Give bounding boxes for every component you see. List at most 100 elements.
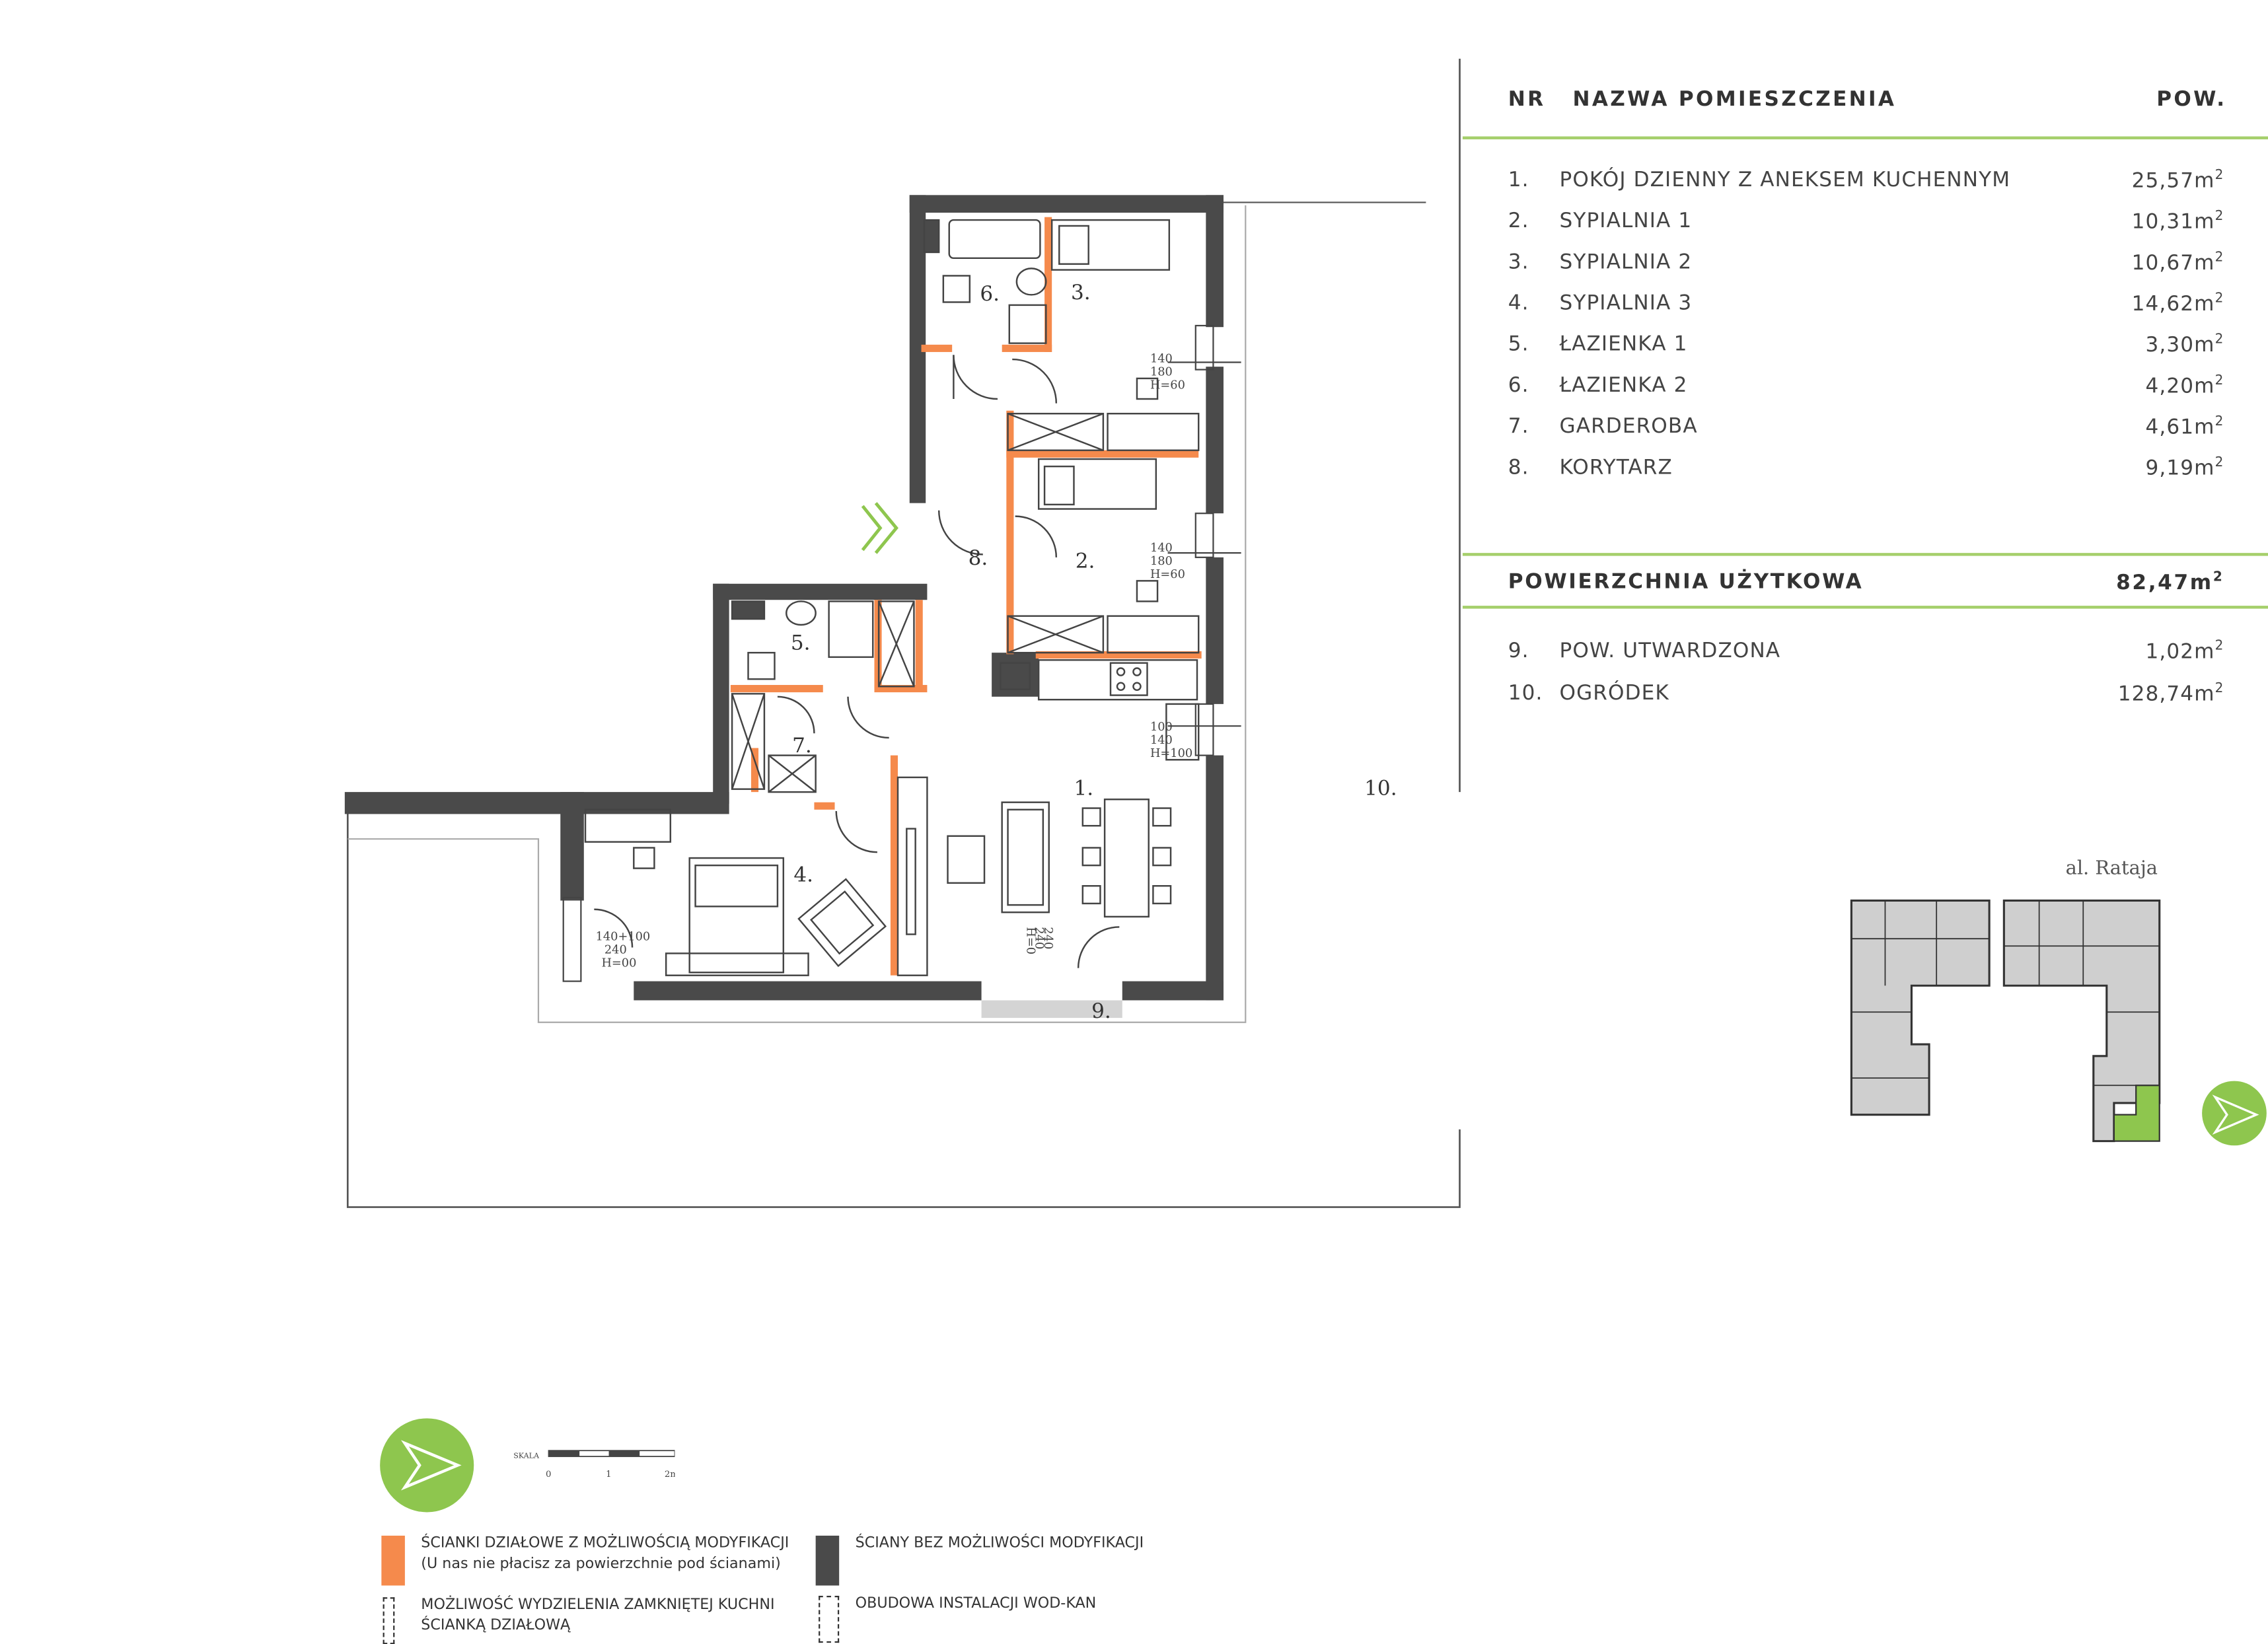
room-name: ŁAZIENKA 2 bbox=[1559, 374, 1688, 398]
furniture bbox=[584, 219, 1200, 976]
window-room1-line2: 240 bbox=[1033, 927, 1046, 949]
room-row: 6. ŁAZIENKA 2 4,20m2 bbox=[1508, 374, 2224, 403]
street-label: al. Rataja bbox=[2065, 858, 2158, 880]
summary-rule-bottom bbox=[1462, 606, 2268, 609]
area-unit-sup: 2 bbox=[2214, 291, 2224, 307]
area-unit-sup: 2 bbox=[2214, 682, 2224, 697]
window-room2-line2: 180 bbox=[1150, 555, 1173, 568]
room-row: 4. SYPIALNIA 3 14,62m2 bbox=[1508, 292, 2224, 321]
building-key-plan bbox=[1850, 899, 2267, 1146]
room-area: 3,30m bbox=[2145, 334, 2215, 358]
terrace-line bbox=[348, 205, 1247, 1023]
room-label-3: 3. bbox=[1071, 281, 1091, 304]
window-room1-line1: 240 bbox=[1041, 927, 1054, 949]
room-label-5: 5. bbox=[791, 631, 811, 655]
room-label-6: 6. bbox=[980, 282, 1000, 306]
area-unit-sup: 2 bbox=[2214, 250, 2224, 266]
room-area: 4,20m bbox=[2145, 375, 2215, 399]
extra-row: 10. OGRÓDEK 128,74m2 bbox=[1508, 682, 2224, 711]
window-room2-line3: H=60 bbox=[1150, 568, 1185, 581]
room-nr: 5. bbox=[1508, 333, 1529, 357]
legend-install-text: OBUDOWA INSTALACJI WOD-KAN bbox=[855, 1596, 1097, 1612]
header-name: NAZWA POMIESZCZENIA bbox=[1572, 88, 1897, 112]
extra-area: 1,02m bbox=[2145, 640, 2215, 664]
room-nr: 8. bbox=[1508, 456, 1529, 480]
room-nr: 1. bbox=[1508, 168, 1529, 192]
highlighted-unit bbox=[2113, 1085, 2160, 1142]
room-name: ŁAZIENKA 1 bbox=[1559, 333, 1688, 357]
legend-kitchen-line1: MOŻLIWOŚĆ WYDZIELENIA ZAMKNIĘTEJ KUCHNI bbox=[421, 1597, 775, 1614]
north-compass-icon bbox=[380, 1418, 474, 1513]
header-rule bbox=[1462, 136, 2268, 139]
window-kitchen-line2: 140 bbox=[1150, 734, 1173, 747]
room-area: 10,31m bbox=[2131, 211, 2215, 234]
legend-dark-text: ŚCIANY BEZ MOŻLIWOŚCI MODYFIKACJI bbox=[855, 1535, 1144, 1552]
room-name: SYPIALNIA 1 bbox=[1559, 209, 1693, 234]
window-room1-line3: H=0 bbox=[1023, 927, 1037, 954]
area-unit-sup: 2 bbox=[2214, 639, 2224, 655]
window-kitchen-line1: 100 bbox=[1150, 721, 1173, 734]
legend-orange-line1: ŚCIANKI DZIAŁOWE Z MOŻLIWOŚCIĄ MODYFIKAC… bbox=[421, 1535, 789, 1552]
scale-tick-0: 0 bbox=[546, 1470, 551, 1480]
window-room3-line3: H=60 bbox=[1150, 378, 1185, 392]
area-unit-sup: 2 bbox=[2214, 333, 2224, 348]
room-name: KORYTARZ bbox=[1559, 456, 1673, 480]
window-room3-line2: 180 bbox=[1150, 365, 1173, 378]
header-area: POW. bbox=[2156, 88, 2227, 112]
extra-row: 9. POW. UTWARDZONA 1,02m2 bbox=[1508, 639, 2224, 668]
room-label-2: 2. bbox=[1076, 549, 1095, 573]
scale-tick-1: 1 bbox=[606, 1470, 611, 1480]
area-unit-sup: 2 bbox=[2214, 209, 2224, 225]
room-row: 5. ŁAZIENKA 1 3,30m2 bbox=[1508, 333, 2224, 362]
room-row: 2. SYPIALNIA 1 10,31m2 bbox=[1508, 210, 2224, 239]
window-dimensions: 140 180 H=60 140 180 H=60 100 140 H=100 … bbox=[596, 352, 1193, 970]
area-unit-sup: 2 bbox=[2214, 456, 2224, 471]
room-row: 8. KORYTARZ 9,19m2 bbox=[1508, 456, 2224, 485]
extra-nr: 9. bbox=[1508, 639, 1529, 663]
summary-rule-top bbox=[1462, 553, 2268, 556]
room-nr: 7. bbox=[1508, 415, 1529, 439]
area-unit-sup: 2 bbox=[2214, 168, 2224, 184]
room-row: 3. SYPIALNIA 2 10,67m2 bbox=[1508, 251, 2224, 280]
extra-nr: 10. bbox=[1508, 682, 1543, 706]
legend-swatch-kitchen bbox=[383, 1597, 395, 1644]
windows bbox=[562, 324, 1241, 982]
room-name: POKÓJ DZIENNY Z ANEKSEM KUCHENNYM bbox=[1559, 168, 2011, 192]
entrance-arrow-icon bbox=[861, 502, 898, 554]
extra-name: OGRÓDEK bbox=[1559, 682, 1669, 706]
usable-area-sup: 2 bbox=[2213, 570, 2224, 586]
room-label-1: 1. bbox=[1074, 777, 1093, 801]
usable-area-value: 82,47m bbox=[2116, 571, 2213, 595]
scale-tick-2: 2m bbox=[665, 1470, 675, 1480]
garden-outline bbox=[346, 799, 1461, 1208]
room-labels: 1. 2. 3. 4. 5. 6. 7. 8. 9. 10. bbox=[791, 281, 1397, 1023]
room-area: 25,57m bbox=[2131, 169, 2215, 194]
room-name: SYPIALNIA 2 bbox=[1559, 250, 1693, 275]
room-name: SYPIALNIA 3 bbox=[1559, 291, 1693, 316]
window-room4-line2: 240 bbox=[604, 943, 627, 956]
window-room2-line1: 140 bbox=[1150, 542, 1173, 555]
room-name: GARDEROBA bbox=[1559, 415, 1698, 439]
extra-name: POW. UTWARDZONA bbox=[1559, 639, 1781, 663]
window-room4-line3: H=00 bbox=[601, 956, 636, 970]
window-kitchen-line3: H=100 bbox=[1150, 747, 1192, 760]
room-area: 14,62m bbox=[2131, 293, 2215, 316]
room-row: 7. GARDEROBA 4,61m2 bbox=[1508, 415, 2224, 444]
room-label-4: 4. bbox=[793, 863, 813, 887]
usable-area-label: POWIERZCHNIA UŻYTKOWA bbox=[1508, 570, 1864, 594]
room-area: 4,61m bbox=[2145, 415, 2215, 440]
paved-area bbox=[981, 1000, 1122, 1019]
legend-orange-text: ŚCIANKI DZIAŁOWE Z MOŻLIWOŚCIĄ MODYFIKAC… bbox=[421, 1534, 789, 1575]
header-nr: NR bbox=[1508, 88, 1546, 112]
room-nr: 4. bbox=[1508, 291, 1529, 316]
window-room3-line1: 140 bbox=[1150, 352, 1173, 365]
outer-walls bbox=[344, 195, 1224, 1001]
window-room4-line1: 140+100 bbox=[596, 930, 651, 943]
scale-label: SKALA bbox=[513, 1451, 540, 1460]
room-nr: 6. bbox=[1508, 374, 1529, 398]
legend-orange-line2: (U nas nie płacisz za powierzchnie pod ś… bbox=[421, 1556, 781, 1573]
usable-area-row: POWIERZCHNIA UŻYTKOWA 82,47m2 bbox=[1508, 570, 2224, 595]
scale-bar: SKALA 0 1 2m bbox=[513, 1450, 675, 1480]
legend-kitchen-text: MOŻLIWOŚĆ WYDZIELENIA ZAMKNIĘTEJ KUCHNI … bbox=[421, 1596, 774, 1637]
